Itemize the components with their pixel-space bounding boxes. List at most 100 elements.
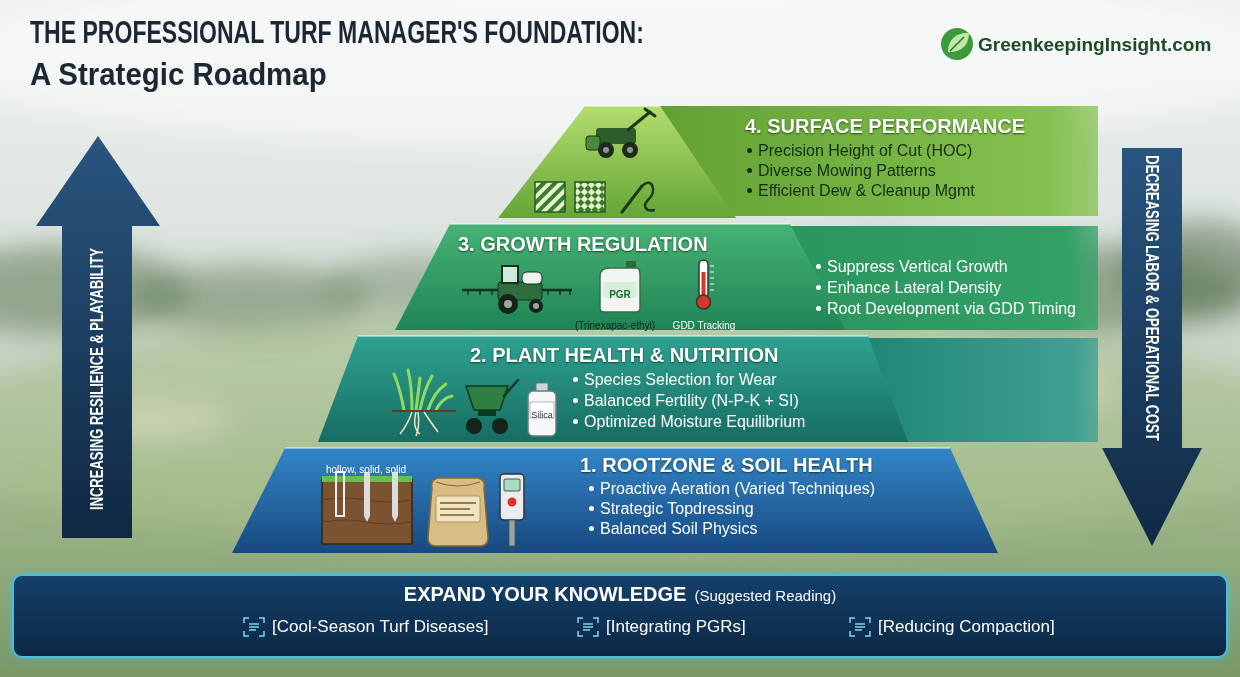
tier-bullet: Suppress Vertical Growth [827, 257, 1008, 276]
text-slot: Optimized Moisture Equilibrium [584, 412, 805, 431]
link-icon [850, 618, 870, 636]
thermometer-icon [699, 260, 708, 298]
link-icon [855, 624, 865, 630]
sprayer-icon [502, 266, 518, 283]
mower-icon [628, 112, 650, 130]
stripe-pattern-icon [535, 182, 565, 212]
link-icon [244, 618, 870, 636]
page-title: THE PROFESSIONAL TURF MANAGER'S FOUNDATI… [30, 13, 644, 51]
thermometer-icon [702, 272, 706, 300]
text-slot: Balanced Soil Physics [600, 519, 757, 538]
spreader-icon [466, 386, 508, 410]
text-slot: Suppress Vertical Growth [827, 257, 1008, 276]
tier-bullet: Species Selection for Wear [584, 370, 777, 389]
text-slot: Root Development via GDD Timing [827, 299, 1076, 318]
text-slot: [Cool-Season Turf Diseases] [272, 617, 488, 637]
grass-roots-icon [394, 370, 452, 410]
mower-icon [603, 147, 609, 153]
soil-profile-icon [392, 516, 398, 522]
text-slot: Diverse Mowing Patterns [758, 161, 936, 180]
tier-bullet: Optimized Moisture Equilibrium [584, 412, 805, 431]
pyramid-tier-outline [232, 448, 998, 553]
pyramid-tier-outline [498, 106, 736, 218]
silica-bottle-icon [528, 383, 556, 436]
text-slot: Balanced Fertility (N-P-K + SI) [584, 391, 799, 410]
spreader-icon [478, 410, 496, 416]
grass-roots-icon [392, 410, 456, 412]
tier-highlight [450, 223, 790, 225]
text-slot: hollow, solid, solid [326, 459, 406, 477]
text-slot: [Reducing Compaction] [878, 617, 1055, 637]
bullet-dot [573, 398, 578, 403]
text-slot: THE PROFESSIONAL TURF MANAGER'S FOUNDATI… [30, 13, 883, 51]
mower-icon [598, 142, 614, 158]
reading-link: [Integrating PGRs] [606, 617, 746, 637]
stripe-pattern-icon [535, 182, 565, 212]
spreader-icon [492, 418, 508, 434]
tier-bullet: Root Development via GDD Timing [827, 299, 1076, 318]
product-label: PGR [609, 289, 631, 301]
tier-highlight [358, 335, 868, 337]
tier-heading: 2. PLANT HEALTH & NUTRITION [470, 343, 779, 367]
axis-label: INCREASING RESILIENCE & PLAYABILITY [86, 248, 108, 510]
diamond-pattern-icon [575, 182, 605, 212]
text-slot: (Suggested Reading) [694, 587, 836, 605]
brand-logo [950, 37, 964, 51]
sprayer-icon [462, 289, 572, 292]
bullet-dot [816, 285, 821, 290]
tier-bullet: Precision Height of Cut (HOC) [758, 141, 972, 160]
pyramid-tier: 2. PLANT HEALTH & NUTRITION Species Selec… [316, 334, 1098, 444]
thermometer-icon [697, 295, 711, 309]
text-slot: 3. GROWTH REGULATION [458, 232, 708, 256]
mower-icon [596, 128, 636, 144]
diamond-pattern-icon [575, 182, 605, 212]
right-arrow: DECREASING LABOR & OPERATIONAL COST [1100, 148, 1204, 548]
spreader-icon [504, 380, 518, 396]
bullet-dot [573, 377, 578, 382]
brand-name: GreenkeepingInsight.com [978, 33, 1211, 56]
text-slot: GreenkeepingInsight.com [978, 33, 1211, 56]
sprayer-icon [522, 272, 542, 284]
topdressing-bag-icon [428, 478, 488, 546]
soil-profile-icon [392, 472, 398, 516]
bullet-dot [573, 419, 578, 424]
text-slot: Precision Height of Cut (HOC) [758, 141, 972, 160]
pgr-jug-icon [626, 261, 636, 269]
tier-bullet: Efficient Dew & Cleanup Mgmt [758, 181, 975, 200]
brand-logo [941, 28, 973, 60]
tier-bullet: Enhance Lateral Density [827, 278, 1001, 297]
text-slot: A Strategic Roadmap [30, 55, 352, 93]
text-slot: PGR [620, 284, 642, 302]
soil-profile-icon [322, 472, 412, 544]
text-slot: Efficient Dew & Cleanup Mgmt [758, 181, 975, 200]
tier-bullet: Diverse Mowing Patterns [758, 161, 936, 180]
link-icon [578, 618, 598, 636]
spreader-icon [466, 418, 482, 434]
sprayer-icon [529, 299, 543, 313]
brand-logo [948, 33, 969, 52]
tier-band [780, 226, 1098, 330]
panel-heading: EXPAND YOUR KNOWLEDGE [404, 582, 687, 606]
text-slot: Enhance Lateral Density [827, 278, 1001, 297]
text-slot: Silica [542, 404, 564, 422]
topdressing-bag-icon [436, 482, 480, 486]
ph-meter-icon [500, 474, 524, 520]
gdd-label: GDD Tracking [673, 320, 736, 332]
mower-icon [586, 136, 600, 150]
text-slot: EXPAND YOUR KNOWLEDGE [404, 582, 687, 606]
pyramid-tier: 3. GROWTH REGULATION Suppress Vertical Gr… [375, 222, 1098, 332]
reading-link: [Reducing Compaction] [878, 617, 1055, 637]
blurred-course [0, 0, 1240, 550]
tier-bullet: Balanced Fertility (N-P-K + SI) [584, 391, 799, 410]
tier-bullet: Proactive Aeration (Varied Techniques) [600, 479, 875, 498]
text-slot: 1. ROOTZONE & SOIL HEALTH [580, 453, 873, 477]
mower-icon [627, 147, 633, 153]
bullet-dot [589, 526, 594, 531]
bullet-dot [747, 148, 752, 153]
text-slot: DECREASING LABOR & OPERATIONAL COST [1152, 298, 1240, 320]
mower-icon [586, 109, 655, 158]
diamond-pattern-icon [575, 182, 605, 212]
mower-icon [622, 142, 638, 158]
